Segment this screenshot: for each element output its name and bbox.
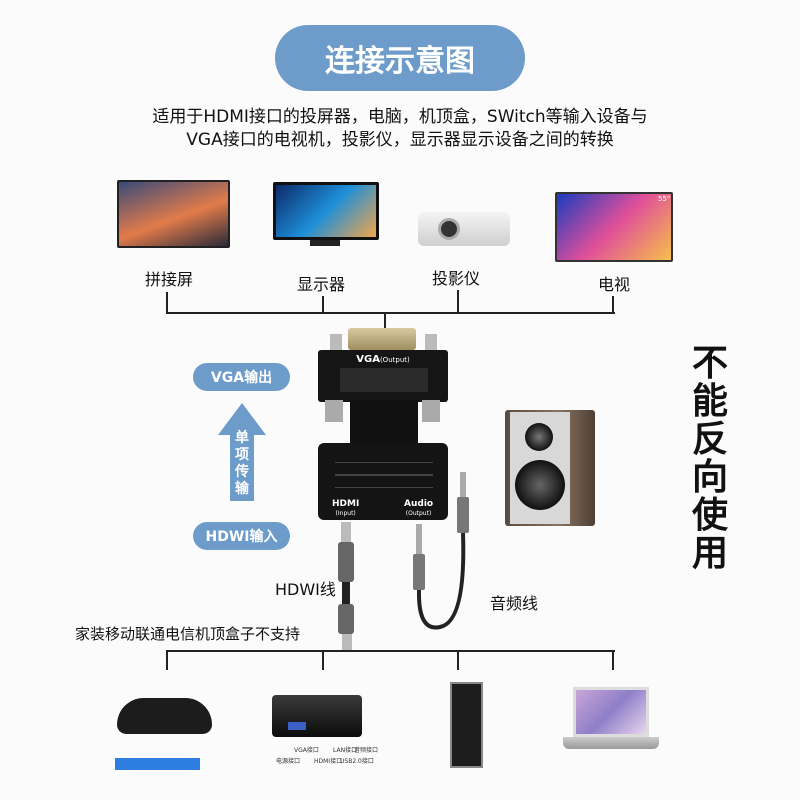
connector	[612, 296, 614, 313]
audio-cable-label: 音频线	[490, 594, 539, 613]
thumbscrew	[425, 334, 437, 352]
audio-port-label: Audio(Output)	[404, 500, 433, 518]
hdmi-text: HDMI	[332, 499, 360, 509]
title-pill: 连接示意图	[275, 25, 525, 91]
adapter-vga-label: VGA(Output)	[318, 354, 448, 365]
port-label: 电源接口	[276, 758, 301, 765]
monitor-stand	[310, 240, 340, 246]
vga-sub-text: (Output)	[379, 356, 410, 364]
connector	[166, 650, 168, 670]
projector-lens	[438, 218, 460, 240]
port-label: HDMI接口	[314, 758, 343, 765]
audio-plug	[460, 472, 466, 497]
set-top-box-image	[117, 698, 212, 734]
thumbscrew	[422, 400, 440, 422]
arrow-text: 单项传输	[230, 430, 254, 498]
not-supported-note: 家装移动联通电信机顶盒子不支持	[75, 625, 301, 643]
projector-image	[418, 212, 510, 246]
hdmi-cable	[342, 582, 350, 604]
warning-char: 向	[691, 457, 728, 498]
output-label-projector: 投影仪	[432, 269, 481, 288]
audio-plug	[416, 524, 422, 554]
video-wall-image	[117, 180, 230, 248]
output-label-tv: 电视	[598, 275, 631, 294]
single-direction-arrow-icon	[218, 403, 266, 501]
port-label: VGA接口	[294, 747, 319, 754]
usb-c-plug	[342, 634, 352, 650]
top-bus-line	[166, 312, 615, 314]
connector	[322, 296, 324, 313]
bottom-bus-line	[166, 650, 615, 652]
connector	[166, 292, 168, 313]
hdmi-input-pill: HDWI输入	[193, 522, 290, 550]
audio-text: Audio	[404, 499, 434, 509]
subtitle-line-1: 适用于HDMI接口的投屏器，电脑，机顶盒，SWitch等输入设备与	[152, 107, 648, 127]
speaker-woofer	[515, 460, 565, 510]
tv-image	[555, 192, 673, 262]
no-reverse-warning: 不能反向使用	[690, 345, 730, 573]
desktop-tower-image	[450, 682, 483, 768]
usb-c-plug	[341, 522, 351, 542]
laptop-screen	[573, 687, 649, 737]
vga-plug	[348, 328, 416, 350]
vga-port	[288, 722, 306, 730]
arrow-char: 项	[235, 447, 249, 463]
hdmi-port-label: HDMI(Input)	[332, 500, 359, 518]
audio-plug-head	[413, 554, 425, 590]
connector	[457, 290, 459, 313]
arrow-char: 单	[235, 430, 249, 446]
speaker-tweeter	[525, 423, 553, 451]
port-label: USB2.0接口	[340, 758, 374, 765]
connector	[322, 650, 324, 670]
vga-text: VGA	[356, 354, 380, 365]
connector	[457, 650, 459, 670]
warning-char: 用	[691, 533, 728, 574]
warning-char: 反	[691, 419, 728, 460]
vga-output-pill: VGA输出	[193, 363, 290, 391]
hdmi-cable-label: HDWI线	[275, 580, 336, 599]
port-label: 音频接口	[354, 747, 379, 754]
warning-char: 能	[691, 381, 728, 422]
warning-char: 使	[691, 495, 728, 536]
set-top-box-legend	[115, 758, 200, 770]
audio-sub-text: (Output)	[405, 510, 432, 517]
adapter-window	[340, 368, 428, 392]
tv-badge: 55"	[658, 195, 671, 203]
subtitle-line-2: VGA接口的电视机，投影仪，显示器显示设备之间的转换	[186, 130, 614, 150]
port-label: LAN接口	[333, 747, 358, 754]
mini-pc-image	[272, 695, 362, 737]
monitor-image	[273, 182, 379, 240]
output-label-monitor: 显示器	[297, 275, 346, 294]
connector	[384, 313, 386, 330]
warning-char: 不	[691, 343, 728, 384]
cables	[338, 472, 469, 650]
hdmi-sub-text: (Input)	[335, 510, 356, 517]
output-label-video-wall: 拼接屏	[145, 270, 194, 289]
hdmi-cable-head	[338, 604, 354, 634]
laptop-base	[563, 737, 659, 749]
audio-cable	[416, 532, 466, 630]
arrow-char: 传	[235, 464, 249, 480]
arrow-char: 输	[235, 481, 249, 497]
connector	[612, 650, 614, 670]
adapter-neck	[350, 400, 418, 445]
hdmi-cable-head	[338, 542, 354, 582]
thumbscrew	[325, 400, 343, 422]
thumbscrew	[330, 334, 342, 352]
audio-plug-head	[457, 497, 469, 533]
adapter-stripes	[335, 462, 433, 488]
